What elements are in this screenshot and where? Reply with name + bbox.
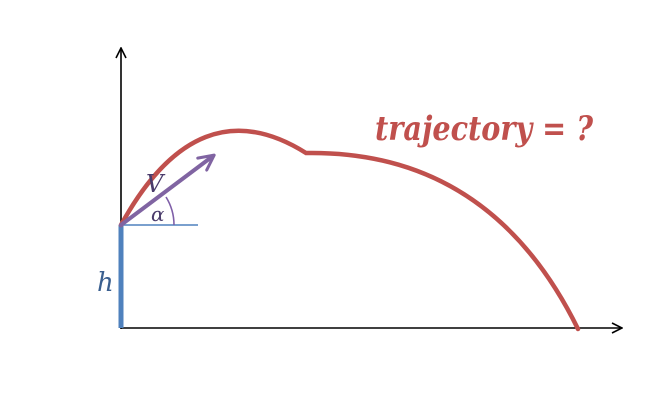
trajectory-label: trajectory = ?	[375, 109, 594, 149]
velocity-label: V	[146, 170, 166, 198]
trajectory-curve	[118, 128, 581, 332]
angle-label: α	[151, 202, 165, 226]
angle-arc	[165, 196, 175, 226]
velocity-arrow	[119, 153, 216, 227]
height-label: h	[97, 268, 114, 298]
